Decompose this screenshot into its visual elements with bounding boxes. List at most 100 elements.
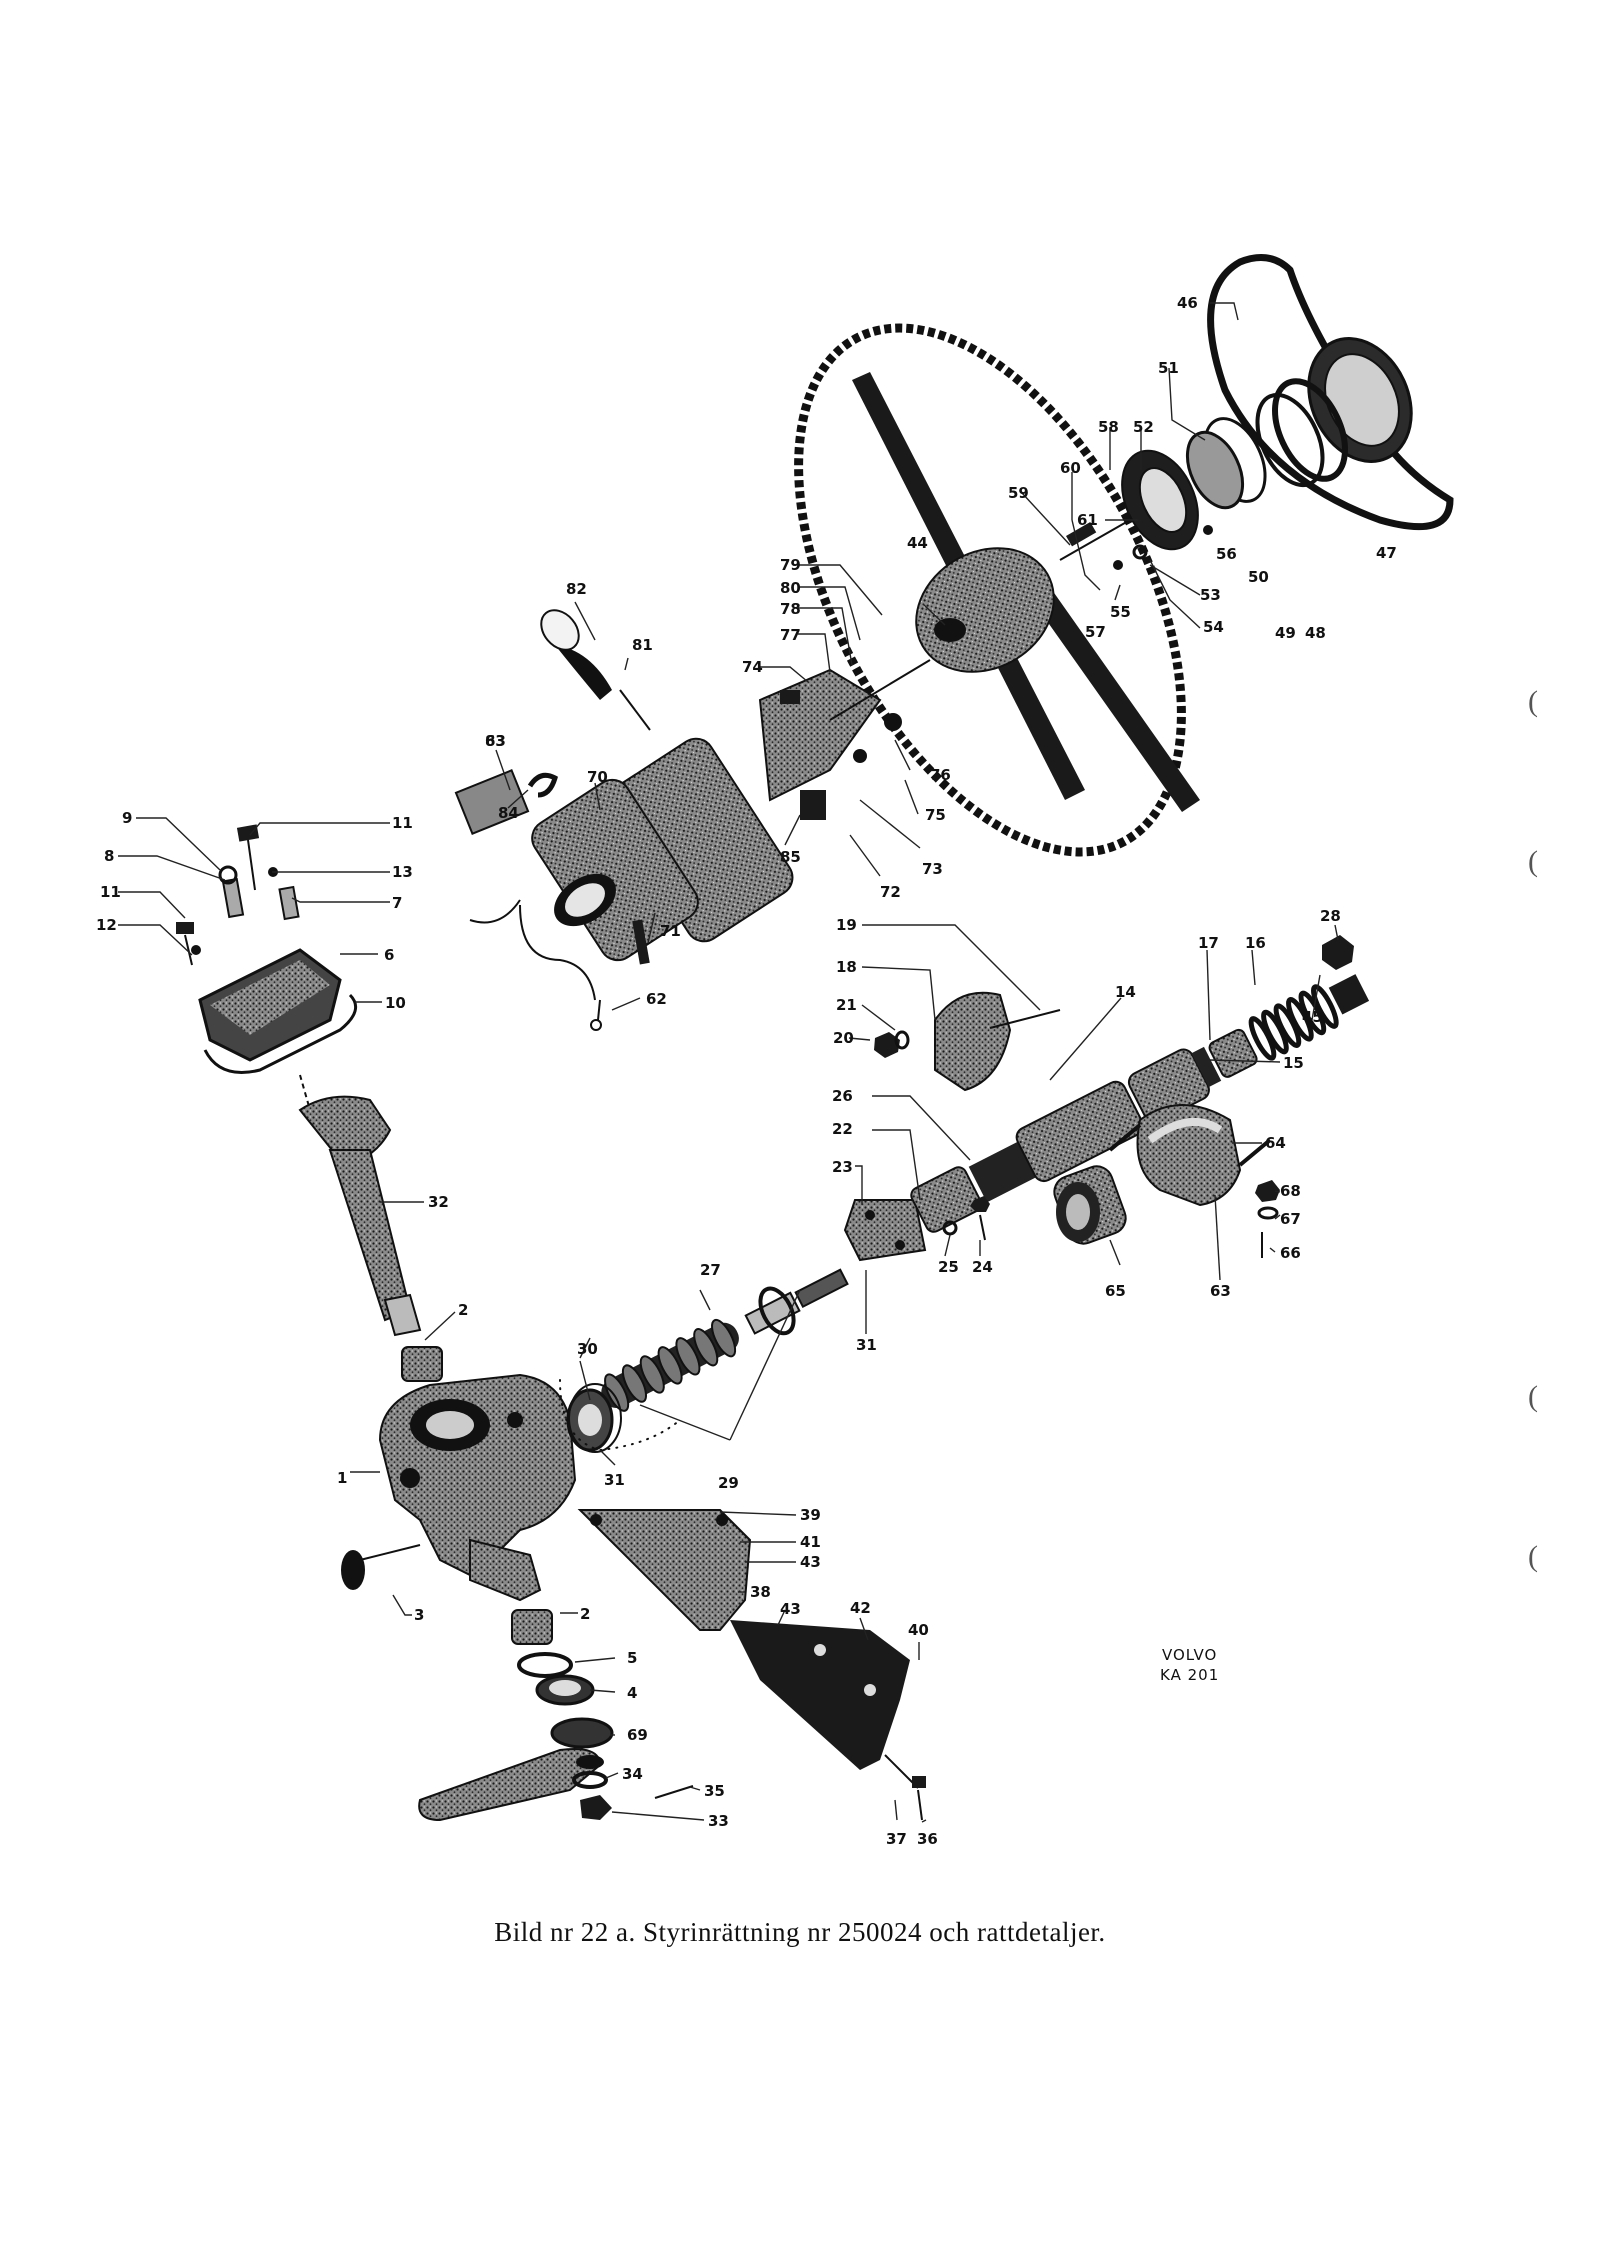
label-47: 47 [1376,544,1397,562]
label-1: 1 [337,1469,347,1487]
steering-wheel [794,323,1200,857]
label-16: 16 [1245,934,1266,952]
label-60: 60 [1060,459,1081,477]
label-3: 3 [414,1606,424,1624]
label-15: 15 [1283,1054,1304,1072]
label-66: 66 [1280,1244,1301,1262]
label-9: 9 [122,809,132,827]
label-56: 56 [1216,545,1237,563]
label-7: 7 [392,894,402,912]
label-63a: 63 [485,732,506,750]
label-26: 26 [832,1087,853,1105]
label-65: 65 [1105,1282,1126,1300]
label-58: 58 [1098,418,1119,436]
label-31b: 31 [856,1336,877,1354]
margin-mark-4: ( [1528,1540,1538,1573]
label-33: 33 [708,1812,729,1830]
label-63b: 63 [1210,1282,1231,1300]
label-31a: 31 [604,1471,625,1489]
label-11a: 11 [392,814,413,832]
label-64: 64 [1265,1134,1286,1152]
volvo-stamp: VOLVO KA 201 [1160,1646,1219,1684]
label-10: 10 [385,994,406,1012]
horn-ring-assembly [1059,254,1454,570]
label-4: 4 [627,1684,637,1702]
label-21: 21 [836,996,857,1014]
label-85: 85 [780,848,801,866]
label-46: 46 [1177,294,1198,312]
label-37: 37 [886,1830,907,1848]
label-54: 54 [1203,618,1224,636]
label-61: 61 [1077,511,1098,529]
steering-column [454,609,931,1031]
label-77: 77 [780,626,801,644]
label-11b: 11 [100,883,121,901]
label-35: 35 [704,1782,725,1800]
figure-caption: Bild nr 22 a. Styrinrättning nr 250024 o… [494,1917,1106,1947]
label-8: 8 [104,847,114,865]
label-23: 23 [832,1158,853,1176]
label-84: 84 [498,804,519,822]
label-22: 22 [832,1120,853,1138]
label-43b: 43 [780,1600,801,1618]
label-40: 40 [908,1621,929,1639]
label-18: 18 [836,958,857,976]
label-67: 67 [1280,1210,1301,1228]
label-59: 59 [1008,484,1029,502]
label-51: 51 [1158,359,1179,377]
label-13: 13 [392,863,413,881]
label-49: 49 [1275,624,1296,642]
label-17: 17 [1198,934,1219,952]
label-62: 62 [646,990,667,1008]
label-44: 44 [907,534,928,552]
label-29: 29 [718,1474,739,1492]
label-55: 55 [1110,603,1131,621]
label-38: 38 [750,1583,771,1601]
label-43a: 43 [800,1553,821,1571]
label-27: 27 [700,1261,721,1279]
mounting-brackets [577,1509,926,1821]
label-28: 28 [1320,907,1341,925]
label-5: 5 [627,1649,637,1667]
label-57: 57 [1085,623,1106,641]
label-32: 32 [428,1193,449,1211]
label-79: 79 [780,556,801,574]
label-12: 12 [96,916,117,934]
label-24: 24 [972,1258,993,1276]
label-68: 68 [1280,1182,1301,1200]
label-36: 36 [917,1830,938,1848]
label-6: 6 [384,946,394,964]
margin-mark-1: ( [1528,685,1538,718]
margin-mark-3: ( [1528,1380,1538,1413]
label-71: 71 [660,922,681,940]
worm-shaft-assembly [559,935,1370,1453]
sector-shaft [298,1095,443,1382]
gearbox-cover [176,824,358,1111]
label-53: 53 [1200,586,1221,604]
label-75: 75 [925,806,946,824]
label-48: 48 [1305,624,1326,642]
leader-lines [118,302,1339,1823]
label-72: 72 [880,883,901,901]
label-80: 80 [780,579,801,597]
label-73: 73 [922,860,943,878]
label-2a: 2 [458,1301,468,1319]
label-81: 81 [632,636,653,654]
label-74: 74 [742,658,763,676]
label-42: 42 [850,1599,871,1617]
label-41: 41 [800,1533,821,1551]
label-30: 30 [577,1340,598,1358]
pitman-arm-stack [418,1609,694,1822]
label-52: 52 [1133,418,1154,436]
steering-box-housing [341,1373,577,1602]
label-82: 82 [566,580,587,598]
part-number-labels: 1 2 2 3 4 5 6 7 8 9 10 11 11 12 13 14 15… [96,294,1397,1848]
label-34: 34 [622,1765,643,1783]
label-2b: 2 [580,1605,590,1623]
margin-mark-2: ( [1528,845,1538,878]
label-78: 78 [780,600,801,618]
stamp-line-2: KA 201 [1160,1666,1219,1684]
label-69: 69 [627,1726,648,1744]
label-50: 50 [1248,568,1269,586]
label-83: 83 [485,732,506,750]
